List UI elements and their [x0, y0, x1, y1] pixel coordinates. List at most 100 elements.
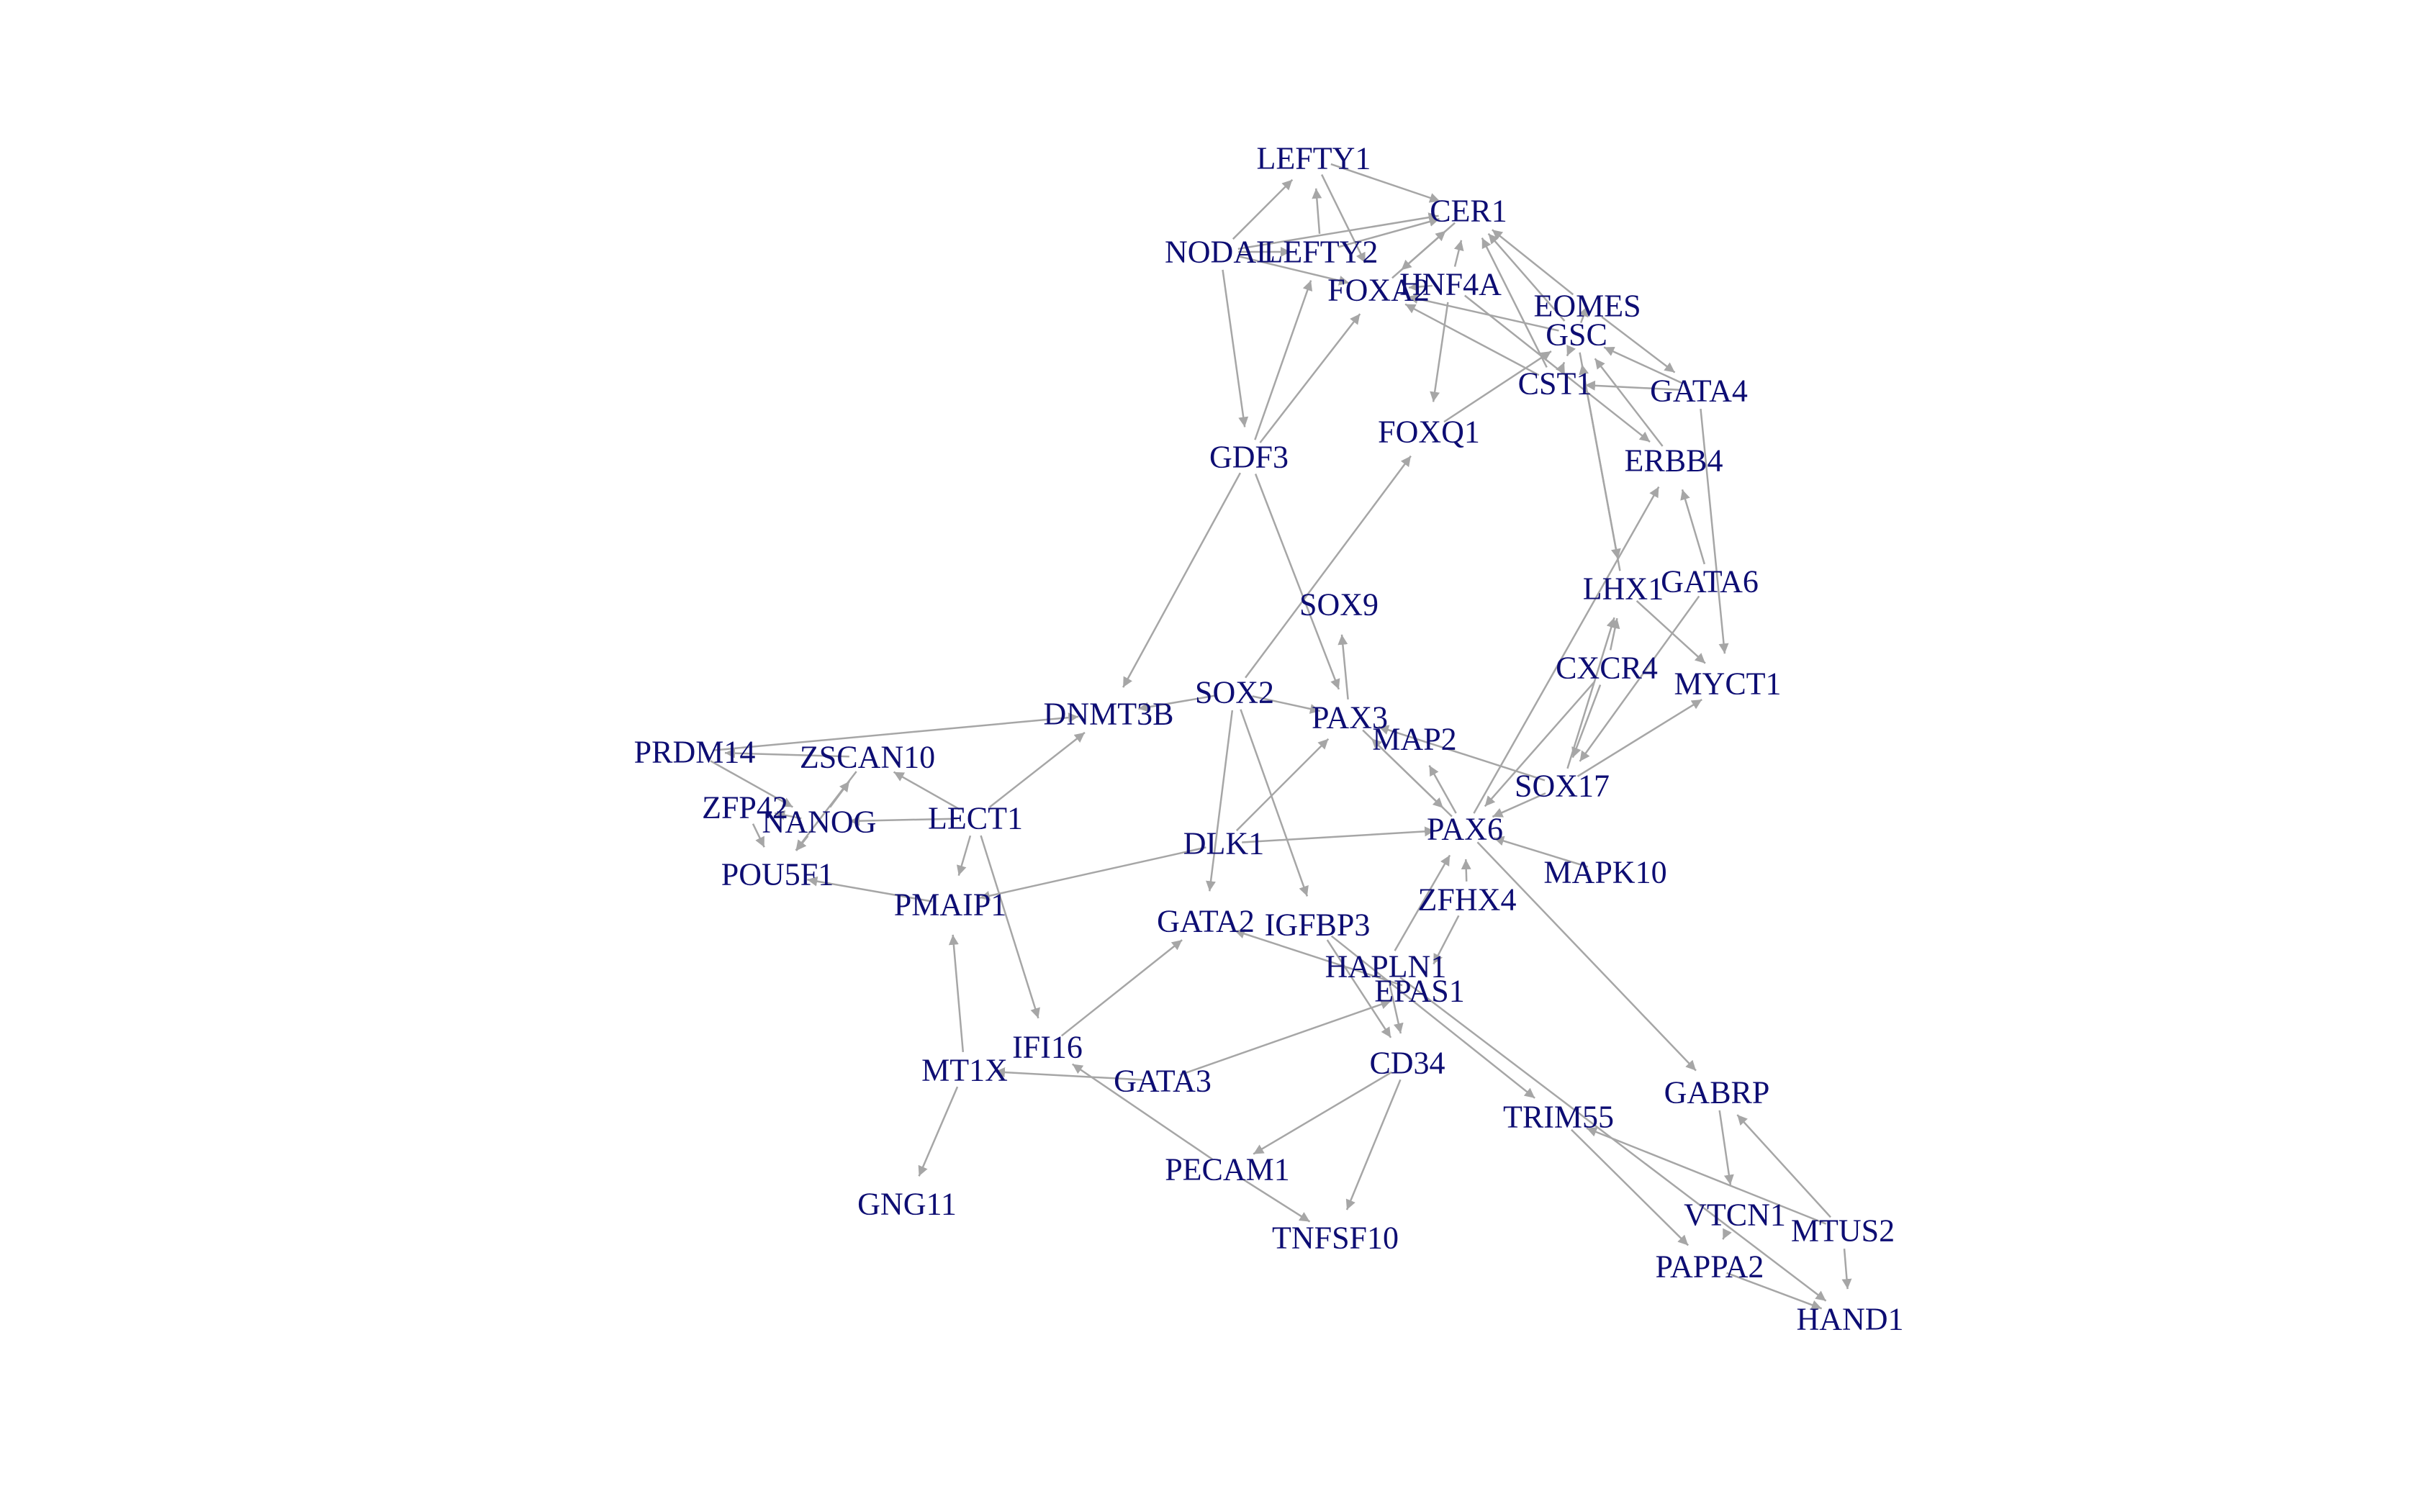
- node-label-cer1: CER1: [1430, 194, 1507, 229]
- edge-gsc-to-lhx1: [1579, 352, 1621, 559]
- edge-pecam1-to-ifi16: [1072, 1063, 1213, 1160]
- node-label-dlk1: DLK1: [1183, 826, 1264, 861]
- node-label-pmaip1: PMAIP1: [894, 887, 1007, 923]
- node-label-prdm14: PRDM14: [634, 735, 756, 770]
- edge-cxcr4-to-sox17: [1571, 684, 1602, 759]
- node-label-gata4: GATA4: [1650, 374, 1748, 409]
- edge-pecam1-to-tnfsf10: [1242, 1178, 1311, 1223]
- edge-cst1-to-foxa2: [1404, 303, 1540, 376]
- node-label-hand1: HAND1: [1796, 1302, 1903, 1337]
- edge-gabrp-to-vtcn1: [1718, 1110, 1734, 1185]
- edge-sox2-to-gata2: [1206, 710, 1234, 892]
- edge-gdf3-to-foxa2: [1259, 313, 1361, 443]
- edge-layer: [710, 163, 1852, 1310]
- node-label-nanog: NANOG: [762, 805, 877, 840]
- edge-gdf3-to-pax3: [1254, 474, 1340, 690]
- node-label-mapk10: MAPK10: [1543, 855, 1666, 890]
- node-label-gdf3: GDF3: [1209, 440, 1289, 475]
- edge-trim55-to-pappa2: [1571, 1128, 1690, 1246]
- node-label-mtus2: MTUS2: [1791, 1213, 1895, 1249]
- edge-cd34-to-tnfsf10: [1345, 1079, 1402, 1210]
- edge-mt1x-to-gng11: [918, 1086, 959, 1177]
- edge-lect1-to-nanog: [849, 815, 957, 826]
- edge-lefty2-to-lefty1: [1312, 188, 1322, 234]
- node-label-pou5f1: POU5F1: [721, 857, 834, 892]
- edge-gsc-to-cer1: [1487, 232, 1566, 322]
- edge-gata6-to-erbb4: [1680, 489, 1706, 565]
- node-label-foxa2: FOXA2: [1327, 273, 1430, 308]
- node-label-lefty2: LEFTY2: [1264, 235, 1379, 270]
- edge-mapk10-to-pax6: [1493, 836, 1589, 868]
- edge-cd34-to-pecam1: [1253, 1071, 1392, 1155]
- node-label-gng11: GNG11: [857, 1187, 957, 1222]
- edge-cst1-to-gsc: [1555, 361, 1566, 374]
- edge-nodal-to-foxa2: [1237, 255, 1350, 286]
- node-label-sox9: SOX9: [1299, 587, 1379, 623]
- edge-gata4-to-myct1: [1700, 408, 1729, 654]
- node-label-trim55: TRIM55: [1503, 1100, 1614, 1135]
- node-label-sox17: SOX17: [1515, 769, 1610, 804]
- edge-cer1-to-foxa2: [1400, 222, 1456, 271]
- edge-nodal-to-gdf3: [1222, 269, 1249, 427]
- edge-prdm14-to-dnmt3b: [712, 712, 1079, 751]
- edge-dlk1-to-pax6: [1242, 826, 1435, 843]
- edge-vtcn1-to-pappa2: [1722, 1228, 1732, 1240]
- node-label-vtcn1: VTCN1: [1684, 1198, 1786, 1233]
- edge-nodal-to-lefty1: [1232, 178, 1294, 240]
- edge-hnf4a-to-cer1: [1453, 240, 1464, 267]
- edge-sox17-to-pax6: [1492, 792, 1546, 818]
- edge-pappa2-to-hand1: [1726, 1272, 1823, 1310]
- edge-ifi16-to-gata2: [1060, 939, 1183, 1037]
- edge-zfhx4-to-epas1: [1433, 915, 1460, 965]
- edge-lhx1-to-myct1: [1636, 600, 1706, 664]
- node-label-erbb4: ERBB4: [1625, 443, 1723, 479]
- node-label-mt1x: MT1X: [921, 1053, 1008, 1088]
- edge-dlk1-to-pmaip1: [979, 846, 1206, 901]
- node-label-cst1: CST1: [1518, 366, 1592, 402]
- edge-gsc-to-cst1: [1566, 344, 1576, 357]
- edge-igfbp3-to-trim55: [1330, 935, 1535, 1099]
- edge-eomes-to-gsc: [1579, 306, 1589, 324]
- node-label-map2: MAP2: [1372, 722, 1456, 757]
- node-label-sox2: SOX2: [1195, 675, 1274, 710]
- node-label-ifi16: IFI16: [1012, 1030, 1083, 1065]
- edge-nodal-to-cer1: [1237, 212, 1439, 250]
- edge-zscan10-to-prdm14: [724, 748, 849, 759]
- edge-lect1-to-pmaip1: [956, 835, 972, 877]
- edge-erbb4-to-gsc: [1594, 358, 1664, 447]
- edge-zfp42-to-pou5f1: [752, 823, 765, 848]
- edge-lect1-to-zscan10: [893, 771, 960, 810]
- edge-gata6-to-sox17: [1579, 595, 1700, 762]
- node-label-gabrp: GABRP: [1664, 1075, 1770, 1110]
- edge-sox17-to-pax3: [1378, 725, 1546, 782]
- node-label-nodal: NODAL: [1165, 235, 1276, 270]
- edge-pax6-to-erbb4: [1473, 486, 1660, 814]
- edge-lefty1-to-cer1: [1330, 163, 1440, 203]
- edge-dlk1-to-pax3: [1235, 738, 1330, 832]
- edge-hnf4a-to-foxa2: [1408, 281, 1433, 292]
- node-label-zfhx4: ZFHX4: [1418, 882, 1517, 918]
- node-label-lect1: LECT1: [928, 801, 1023, 836]
- edge-prdm14-to-nanog: [710, 760, 793, 808]
- edge-gata3-to-mt1x: [994, 1067, 1145, 1081]
- node-label-pappa2: PAPPA2: [1656, 1249, 1764, 1285]
- node-label-pecam1: PECAM1: [1165, 1152, 1290, 1187]
- edge-pax3-to-sox9: [1337, 634, 1349, 700]
- node-label-myct1: MYCT1: [1674, 666, 1781, 702]
- edge-eomes-to-gata4: [1601, 316, 1676, 374]
- edge-epas1-to-gata2: [1234, 928, 1403, 987]
- node-label-pax6: PAX6: [1427, 812, 1503, 847]
- edge-eomes-to-cer1: [1492, 229, 1574, 296]
- node-label-foxq1: FOXQ1: [1378, 415, 1480, 450]
- edge-cxcr4-to-lhx1: [1609, 617, 1620, 651]
- edge-pax6-to-map2: [1428, 765, 1457, 814]
- edge-cst1-to-cer1: [1481, 237, 1548, 368]
- edge-hnf4a-to-erbb4: [1463, 294, 1651, 443]
- edge-gdf3-to-dnmt3b: [1122, 472, 1242, 688]
- edge-lect1-to-dnmt3b: [989, 731, 1086, 808]
- edge-pax3-to-pax6: [1362, 729, 1444, 809]
- edge-nanog-to-zfp42: [774, 810, 802, 820]
- node-label-gata3: GATA3: [1114, 1064, 1212, 1099]
